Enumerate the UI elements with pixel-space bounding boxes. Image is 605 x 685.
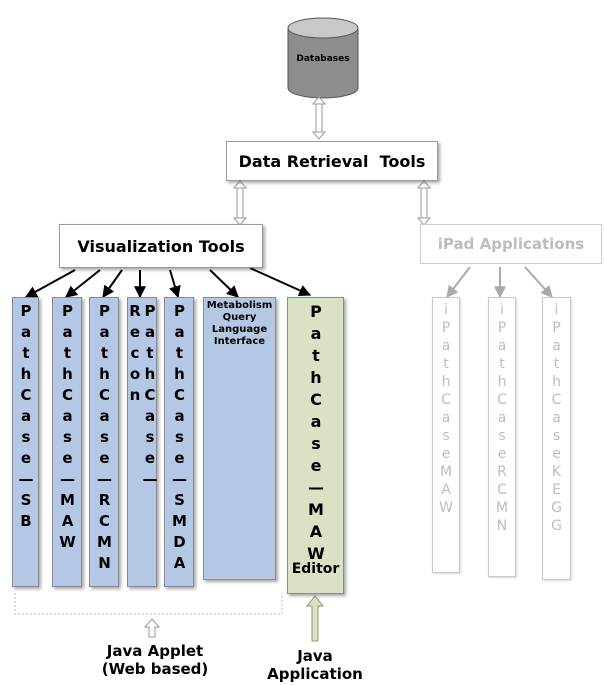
mql-line-1: Metabolism xyxy=(206,300,273,311)
ipathcase-maw-column: iPathCaseMAW xyxy=(432,297,460,573)
ipathcase-maw-label: iPathCaseMAW xyxy=(438,302,454,518)
pathcase-sb-label: PathCase—SB xyxy=(17,302,35,533)
visualization-arrows xyxy=(24,267,312,299)
arrow-to-maw xyxy=(65,269,101,298)
double-connector-db-retrieval xyxy=(311,96,327,140)
mql-label: Metabolism Query Language Interface xyxy=(207,298,273,348)
application-up-arrow xyxy=(305,595,325,642)
java-applet-line-2: (Web based) xyxy=(101,660,209,678)
pathcase-rcmn-label: PathCase—RCMN xyxy=(95,302,114,575)
ipathcase-rcmn-label: iPathCaseRCMN xyxy=(494,302,510,536)
applet-up-arrow xyxy=(143,618,161,638)
mql-line-4: Interface xyxy=(213,336,266,347)
mql-line-3: Language xyxy=(211,324,268,335)
metabolism-query-language-interface-column: Metabolism Query Language Interface xyxy=(203,297,276,580)
databases-label: Databases xyxy=(296,54,350,64)
arrow-to-sb xyxy=(24,269,76,298)
pathcase-maw-editor-label: PathCase—MAW xyxy=(306,302,326,566)
data-retrieval-tools-box: Data Retrieval Tools xyxy=(226,141,438,181)
ipathcase-rcmn-column: iPathCaseRCMN xyxy=(488,297,516,577)
double-connector-retrieval-ipad xyxy=(416,180,432,226)
pathcase-smda-label: PathCase—SMDA xyxy=(170,302,189,575)
pathcase-maw-label: PathCase—MAW xyxy=(58,302,77,554)
mql-line-2: Query xyxy=(222,312,257,323)
ipad-applications-label: iPad Applications xyxy=(437,235,585,253)
java-application-line-1: Java xyxy=(297,647,333,665)
java-applet-caption: Java Applet (Web based) xyxy=(70,642,240,678)
visualization-tools-label: Visualization Tools xyxy=(77,236,245,256)
java-application-caption: Java Application xyxy=(255,647,375,683)
java-applet-line-1: Java Applet xyxy=(106,642,204,660)
arrow-to-mql xyxy=(209,269,239,298)
ipad-applications-box: iPad Applications xyxy=(420,224,602,264)
pathcase-recon-column: PathCase—Recon xyxy=(126,297,159,587)
double-connector-retrieval-visualization xyxy=(232,180,248,226)
pathcase-sb-column: PathCase—SB xyxy=(12,297,39,587)
arrow-to-rcmn xyxy=(102,269,123,298)
arrow-to-editor xyxy=(249,267,312,297)
editor-label: Editor xyxy=(291,561,340,577)
ipathcase-kegg-label: iPathCaseKEGG xyxy=(548,302,565,536)
pathcase-recon-label: PathCase—Recon xyxy=(126,302,159,491)
ipad-arrows xyxy=(446,266,553,299)
database-cylinder xyxy=(287,17,359,99)
pathcase-maw-editor-column: PathCase—MAW Editor xyxy=(287,297,344,594)
java-application-line-2: Application xyxy=(267,665,363,683)
ipathcase-kegg-column: iPathCaseKEGG xyxy=(542,297,571,580)
pathcase-rcmn-column: PathCase—RCMN xyxy=(89,297,119,587)
pathcase-smda-column: PathCase—SMDA xyxy=(164,297,194,587)
arrow-to-smda xyxy=(169,269,181,299)
pathcase-maw-column: PathCase—MAW xyxy=(52,297,82,587)
data-retrieval-tools-label: Data Retrieval Tools xyxy=(238,151,426,171)
visualization-tools-box: Visualization Tools xyxy=(59,224,263,268)
